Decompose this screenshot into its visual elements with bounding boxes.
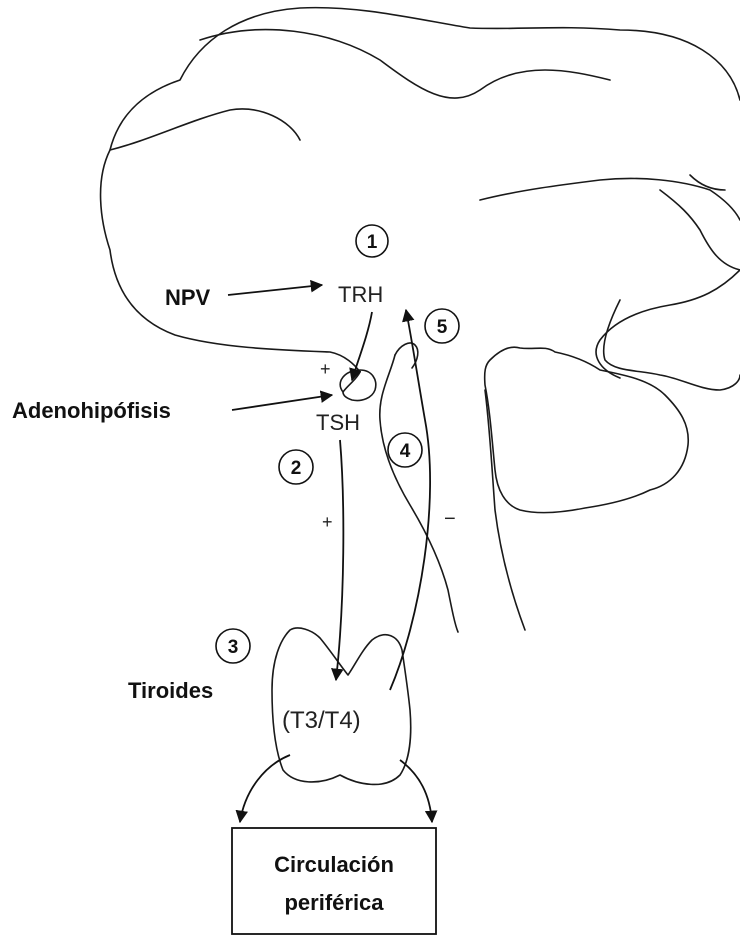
cerebellum-outline <box>485 347 689 512</box>
arrow-adeno <box>232 395 332 410</box>
plus-sign-tsh: + <box>322 512 333 532</box>
cerebrum-outline <box>101 8 740 372</box>
step-1: 1 <box>356 225 388 257</box>
svg-text:5: 5 <box>437 317 448 338</box>
minus-sign: − <box>444 508 456 530</box>
box-line-2: periférica <box>284 890 384 915</box>
step-2: 2 <box>279 450 313 484</box>
arrow-npv <box>228 285 322 295</box>
t3t4-label: (T3/T4) <box>282 707 361 734</box>
svg-text:1: 1 <box>367 232 378 253</box>
svg-text:4: 4 <box>400 441 411 462</box>
sulcus-line-4 <box>660 190 740 270</box>
adenohipofisis-label: Adenohipófisis <box>12 398 171 423</box>
arrow-out-right <box>400 760 432 822</box>
step-4: 4 <box>388 433 422 467</box>
occipital-outline <box>596 270 740 378</box>
step-3: 3 <box>216 629 250 663</box>
sulcus-line <box>200 30 610 98</box>
arrow-out-left <box>240 755 290 822</box>
occipital-lobe <box>604 300 740 390</box>
sulcus-line-2 <box>110 109 300 150</box>
arrow-feedback <box>390 310 430 690</box>
tiroides-label: Tiroides <box>128 678 213 703</box>
peripheral-circulation-box: Circulación periférica <box>232 828 436 934</box>
trh-label: TRH <box>338 282 383 307</box>
arrow-tsh-thyroid <box>336 440 343 680</box>
svg-text:3: 3 <box>228 637 239 658</box>
tsh-label: TSH <box>316 410 360 435</box>
step-5: 5 <box>425 309 459 343</box>
box-line-1: Circulación <box>274 852 394 877</box>
sulcus-line-5 <box>690 175 725 190</box>
svg-text:2: 2 <box>291 458 302 479</box>
plus-sign-trh: + <box>320 359 331 379</box>
sulcus-line-3 <box>480 178 740 220</box>
npv-label: NPV <box>165 285 211 310</box>
